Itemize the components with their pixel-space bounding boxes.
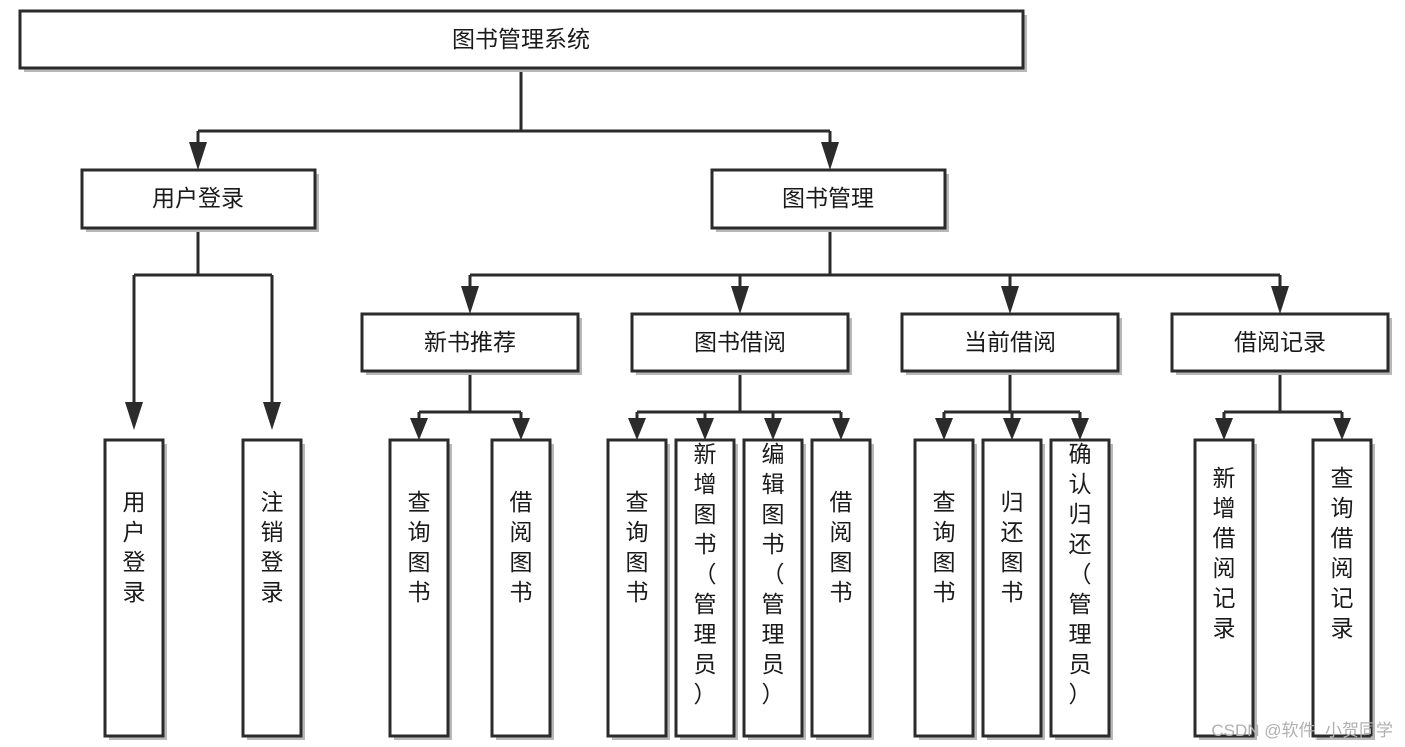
arrowhead-leaf-add-book: [696, 418, 714, 440]
node-leaf-logout[interactable]: 注销登录: [241, 438, 305, 740]
leaf-edit-book-box: [742, 438, 804, 738]
arrowhead-user-login: [189, 142, 207, 170]
node-leaf-add-record[interactable]: 新增借阅记录: [1193, 438, 1257, 740]
node-leaf-user-login[interactable]: 用户登录: [103, 438, 167, 740]
node-new-book-recommend[interactable]: 新书推荐: [360, 312, 582, 375]
arrowhead-leaf-return-book: [1003, 418, 1021, 440]
leaf-query-book-3-box: [913, 438, 975, 738]
arrowhead-book-borrow: [731, 286, 749, 314]
leaf-query-book-2-box: [606, 438, 668, 738]
node-book-borrow[interactable]: 图书借阅: [630, 312, 852, 375]
new-book-recommend-box: [360, 312, 580, 373]
node-root[interactable]: 图书管理系统: [18, 9, 1027, 72]
arrowhead-leaf-borrow-book-2: [832, 418, 850, 440]
user-login-label: 用户登录: [152, 185, 244, 211]
node-current-borrow[interactable]: 当前借阅: [900, 312, 1122, 375]
leaf-borrow-book-1-label: 借阅图书: [510, 489, 533, 605]
node-borrow-record[interactable]: 借阅记录: [1170, 312, 1392, 375]
book-management-box: [710, 168, 947, 230]
user-login-box: [80, 168, 317, 230]
node-leaf-add-book[interactable]: 新增图书（管理员）: [674, 438, 738, 740]
arrowhead-leaf-query-record: [1333, 418, 1351, 440]
leaf-query-book-2-label: 查询图书: [626, 489, 649, 605]
arrowhead-leaf-query-book-1: [410, 418, 428, 440]
arrowhead-current-borrow: [1001, 286, 1019, 314]
leaf-confirm-return-box: [1049, 438, 1111, 738]
connectors-layer: [125, 68, 1351, 440]
arrowhead-leaf-add-record: [1215, 418, 1233, 440]
arrowhead-leaf-user-login: [125, 402, 143, 430]
leaf-query-record-label: 查询借阅记录: [1331, 465, 1354, 641]
arrowhead-leaf-logout: [263, 402, 281, 430]
current-borrow-label: 当前借阅: [964, 329, 1056, 355]
leaf-add-book-box: [674, 438, 736, 738]
leaf-return-book-label: 归还图书: [1001, 489, 1024, 605]
leaf-add-book-label: 新增图书（管理员）: [694, 441, 717, 707]
watermark: CSDN @软件_小贺同学: [1211, 721, 1393, 740]
leaf-edit-book-label: 编辑图书（管理员）: [762, 441, 785, 707]
leaf-logout-label: 注销登录: [261, 489, 284, 605]
leaf-query-record-box: [1311, 438, 1373, 738]
node-leaf-borrow-book-1[interactable]: 借阅图书: [490, 438, 554, 740]
arrowhead-leaf-confirm-return: [1071, 418, 1089, 440]
book-borrow-box: [630, 312, 850, 373]
leaf-query-book-1-box: [388, 438, 450, 738]
arrowhead-leaf-query-book-3: [935, 418, 953, 440]
current-borrow-box: [900, 312, 1120, 373]
node-leaf-return-book[interactable]: 归还图书: [981, 438, 1045, 740]
node-leaf-query-record[interactable]: 查询借阅记录: [1311, 438, 1375, 740]
node-book-management[interactable]: 图书管理: [710, 168, 949, 232]
root-box: [18, 9, 1025, 70]
borrow-record-box: [1170, 312, 1390, 373]
leaf-borrow-book-2-box: [810, 438, 872, 738]
node-leaf-query-book-1[interactable]: 查询图书: [388, 438, 452, 740]
node-user-login[interactable]: 用户登录: [80, 168, 319, 232]
leaf-add-record-box: [1193, 438, 1255, 738]
arrowhead-book-management: [821, 142, 839, 170]
node-leaf-query-book-3[interactable]: 查询图书: [913, 438, 977, 740]
leaf-borrow-book-1-box: [490, 438, 552, 738]
leaf-query-book-3-label: 查询图书: [933, 489, 956, 605]
root-label: 图书管理系统: [452, 26, 590, 52]
leaf-query-book-1-label: 查询图书: [408, 489, 431, 605]
leaf-user-login-box: [103, 438, 165, 738]
node-leaf-confirm-return[interactable]: 确认归还（管理员）: [1049, 438, 1113, 740]
new-book-recommend-label: 新书推荐: [424, 329, 516, 355]
arrowhead-leaf-query-book-2: [628, 418, 646, 440]
leaf-return-book-box: [981, 438, 1043, 738]
borrow-record-label: 借阅记录: [1234, 329, 1326, 355]
node-leaf-edit-book[interactable]: 编辑图书（管理员）: [742, 438, 806, 740]
arrowhead-leaf-borrow-book-1: [512, 418, 530, 440]
leaf-add-record-label: 新增借阅记录: [1213, 465, 1236, 641]
book-borrow-label: 图书借阅: [694, 329, 786, 355]
arrowhead-leaf-edit-book: [764, 418, 782, 440]
leaf-logout-box: [241, 438, 303, 738]
book-management-label: 图书管理: [782, 185, 874, 211]
arrowhead-borrow-record: [1271, 286, 1289, 314]
leaf-borrow-book-2-label: 借阅图书: [830, 489, 853, 605]
leaf-user-login-label: 用户登录: [123, 489, 146, 605]
arrowhead-new-book-recommend: [461, 286, 479, 314]
node-leaf-borrow-book-2[interactable]: 借阅图书: [810, 438, 874, 740]
node-leaf-query-book-2[interactable]: 查询图书: [606, 438, 670, 740]
leaf-confirm-return-label: 确认归还（管理员）: [1069, 441, 1092, 707]
